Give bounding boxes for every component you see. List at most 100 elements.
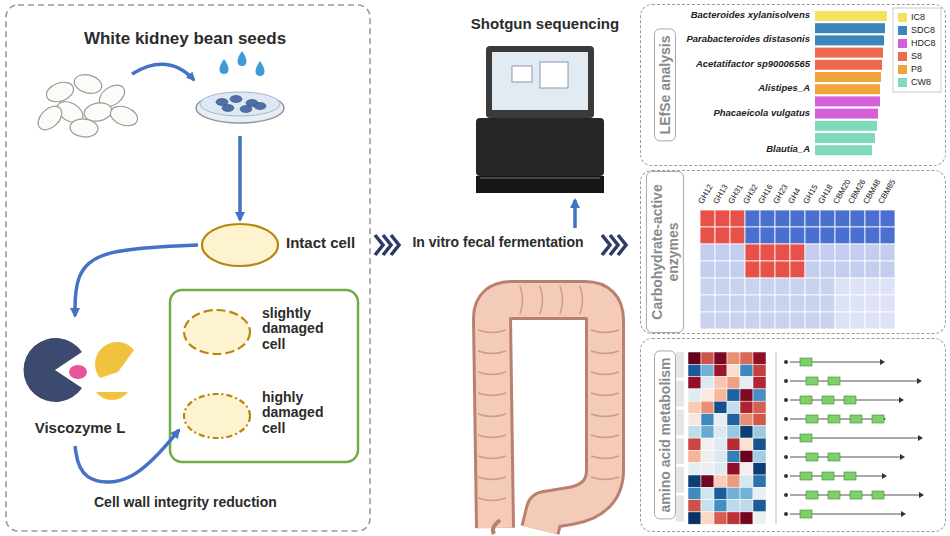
drawing-part <box>740 438 753 450</box>
drawing-part <box>727 364 740 376</box>
drawing-part <box>714 512 727 524</box>
drawing-part <box>790 278 805 295</box>
drawing-part <box>806 415 818 423</box>
taxon-label: Blautia_A <box>766 143 810 154</box>
damaged-cell-box <box>170 290 358 462</box>
drawing-part <box>714 438 727 450</box>
drawing-part <box>880 278 895 295</box>
analysis-panel: amino acid metabolism <box>640 338 946 532</box>
panel-title: LEfSe analysis <box>654 29 676 142</box>
drawing-part <box>727 438 740 450</box>
drawing-part <box>108 103 140 129</box>
process-arrow <box>75 245 198 316</box>
drawing-part <box>775 295 790 312</box>
drawing-part <box>784 455 788 459</box>
drawing-part <box>478 498 506 501</box>
drawing-part <box>220 59 229 74</box>
drawing-part <box>714 450 727 462</box>
left-panel <box>6 5 370 531</box>
drawing-part <box>850 415 862 423</box>
drawing-part <box>880 312 895 329</box>
drawing-part <box>790 244 805 261</box>
drawing-part <box>688 414 701 426</box>
drawing-part <box>815 23 885 33</box>
drawing-part <box>872 415 884 423</box>
taxon-label: Acetatifactor sp90006565 <box>696 58 810 69</box>
drawing-part <box>676 381 684 407</box>
drawing-part <box>844 472 856 480</box>
drawing-part <box>740 401 753 413</box>
drawing-part <box>591 456 619 459</box>
drawing-part <box>69 118 98 138</box>
panel-title: amino acid metabolism <box>654 351 676 520</box>
drawing-part <box>740 389 753 401</box>
drawing-part <box>835 261 850 278</box>
drawing-part <box>730 244 745 261</box>
drawing-part <box>476 118 604 176</box>
drawing-part <box>800 358 812 366</box>
drawing-part <box>815 72 881 82</box>
drawing-part <box>701 352 714 364</box>
drawing-part <box>820 312 835 329</box>
drawing-part <box>815 35 884 45</box>
drawing-part <box>391 235 399 255</box>
drawing-part <box>700 261 715 278</box>
drawing-part <box>730 295 745 312</box>
drawing-part <box>701 401 714 413</box>
drawing-part <box>760 210 775 227</box>
drawing-part <box>865 295 880 312</box>
drawing-part <box>815 96 880 106</box>
drawing-part <box>591 372 619 375</box>
drawing-part <box>701 463 714 475</box>
legend-label: P8 <box>911 64 922 74</box>
drawing-part <box>806 491 818 499</box>
taxon-label: Phacaeicola vulgatus <box>713 107 810 118</box>
drawing-part <box>805 227 820 244</box>
legend-box <box>893 8 941 92</box>
drawing-part <box>478 351 506 354</box>
legend-swatch <box>898 26 907 35</box>
drawing-part <box>478 393 506 396</box>
drawing-part <box>835 227 850 244</box>
drawing-part <box>730 210 745 227</box>
drawing-part <box>760 244 775 261</box>
node-label: Shotgun sequencing <box>471 16 619 33</box>
cell-ellipse: slightly damaged cell <box>182 300 350 364</box>
drawing-part <box>727 377 740 389</box>
drawing-part <box>753 450 766 462</box>
drawing-part <box>591 330 619 333</box>
drawing-part <box>835 210 850 227</box>
sequencer-group: Shotgun sequencing <box>450 14 640 198</box>
drawing-part <box>805 244 820 261</box>
drawing-part <box>805 312 820 329</box>
divider <box>776 352 777 524</box>
chevrons <box>602 235 626 255</box>
drawing-part <box>760 227 775 244</box>
drawing-part <box>835 244 850 261</box>
drawing-part <box>865 227 880 244</box>
drawing-part <box>688 500 701 512</box>
drawing-part <box>591 393 619 396</box>
drawing-part <box>865 210 880 227</box>
drawing-part <box>800 510 812 518</box>
cell-outline <box>182 308 252 356</box>
drawing-part <box>900 454 905 460</box>
drawing-part <box>822 396 834 404</box>
legend-swatch <box>898 13 907 22</box>
drawing-part <box>688 352 701 364</box>
drawing-part <box>727 352 740 364</box>
drawing-part <box>850 278 865 295</box>
drawing-part <box>760 261 775 278</box>
drawing-part <box>784 398 788 402</box>
drawing-part <box>784 379 788 383</box>
drawing-part <box>715 210 730 227</box>
drawing-part <box>806 453 818 461</box>
seed-group: White kidney bean seeds <box>20 28 350 134</box>
colon <box>478 286 619 534</box>
cell-wall <box>184 310 250 354</box>
drawing-part <box>828 491 840 499</box>
cell-ellipse: highly damaged cell <box>182 384 350 448</box>
drawing-part <box>701 377 714 389</box>
drawing-part <box>828 377 840 385</box>
